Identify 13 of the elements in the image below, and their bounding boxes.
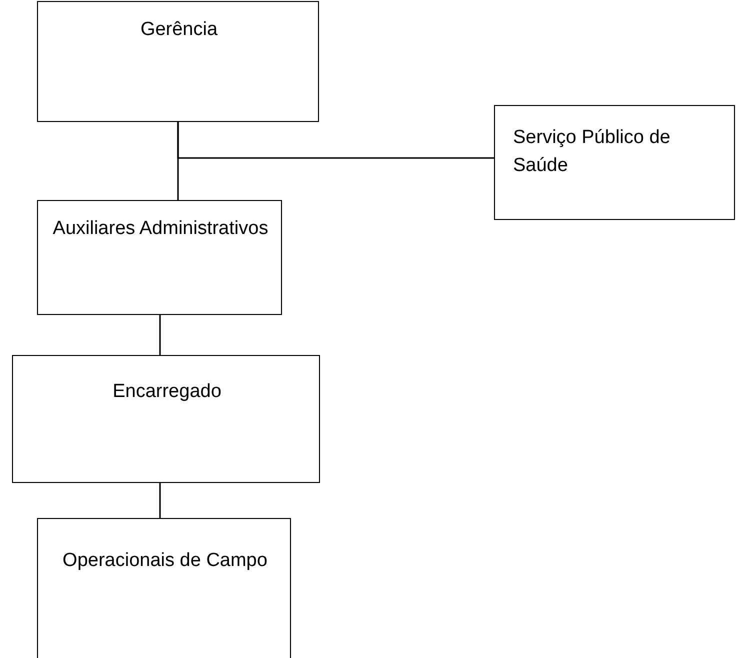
box-label: Auxiliares Administrativos [52, 217, 270, 241]
box-label: Encarregado [112, 380, 222, 404]
org-box [494, 105, 735, 220]
org-box [37, 518, 291, 658]
box-label: Gerência [139, 18, 219, 42]
connector-line [177, 122, 494, 159]
org-box [37, 200, 282, 315]
connector-line [159, 315, 161, 355]
connector-line [159, 483, 161, 518]
box-label: Operacionais de Campo [62, 549, 268, 573]
box-label: Serviço Público de Saúde [513, 126, 672, 178]
org-box [37, 1, 319, 122]
org-box [12, 355, 320, 483]
